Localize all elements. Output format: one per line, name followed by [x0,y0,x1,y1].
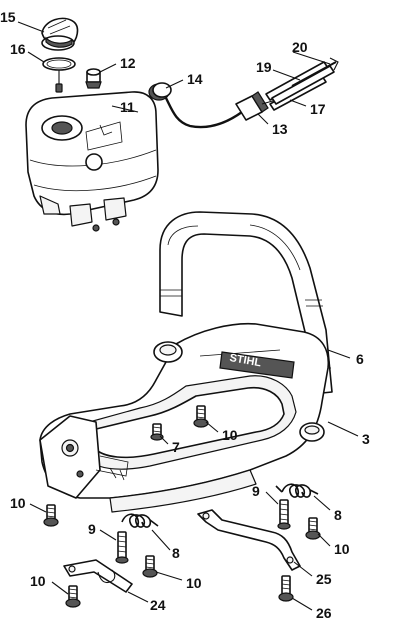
frame-screw-10 [193,405,209,428]
callout-16: 16 [10,41,26,57]
callout-6: 6 [356,351,364,367]
screw-right-9 [277,499,291,530]
screw-26 [278,575,294,602]
callout-10-bottom: 10 [30,573,46,589]
fuel-pickup-filter [148,82,243,129]
fuel-cap [41,17,79,51]
handle-frame: STIHL [39,322,330,513]
frame-screw-7 [150,423,164,441]
fuel-line-connector [235,91,277,121]
screw-left-10 [43,504,59,527]
stihl-logo-text: STIHL [229,352,263,369]
callout-8-left: 8 [172,545,180,561]
callout-3: 3 [362,431,370,447]
callout-10-left: 10 [10,495,26,511]
cap-seal-ring [42,57,76,93]
bracket-24 [63,559,133,593]
callout-11: 11 [120,99,135,115]
loop-handle [159,211,333,395]
callout-9-left: 9 [88,521,96,537]
spring-left-8 [121,513,159,528]
callout-8-right: 8 [334,507,342,523]
callout-7: 7 [172,439,180,455]
bracket-25 [197,509,301,571]
leader-lines [17,21,359,611]
callout-19: 19 [256,59,272,75]
callout-15: 15 [0,9,16,25]
callout-9-right: 9 [252,483,260,499]
spring-right-8 [275,483,319,498]
callout-12: 12 [120,55,136,71]
fuel-tank [25,91,159,232]
stihl-logo: STIHL [219,351,295,379]
rod-pin [291,57,339,87]
screw-right-10 [305,517,321,540]
callout-24: 24 [150,597,166,613]
callout-13: 13 [272,121,288,137]
screw-left-9 [115,531,129,564]
callout-20: 20 [292,39,308,55]
callout-25: 25 [316,571,332,587]
callout-26: 26 [316,605,332,621]
callout-10-right: 10 [334,541,350,557]
callout-14: 14 [187,71,203,87]
tank-vent-fitting [85,68,102,89]
callout-10-frame: 10 [222,427,238,443]
screw-mid-10 [142,555,158,578]
callout-10-mid: 10 [186,575,202,591]
hose-pair [265,61,335,111]
screw-bottom-10 [65,585,81,608]
callout-17: 17 [310,101,326,117]
